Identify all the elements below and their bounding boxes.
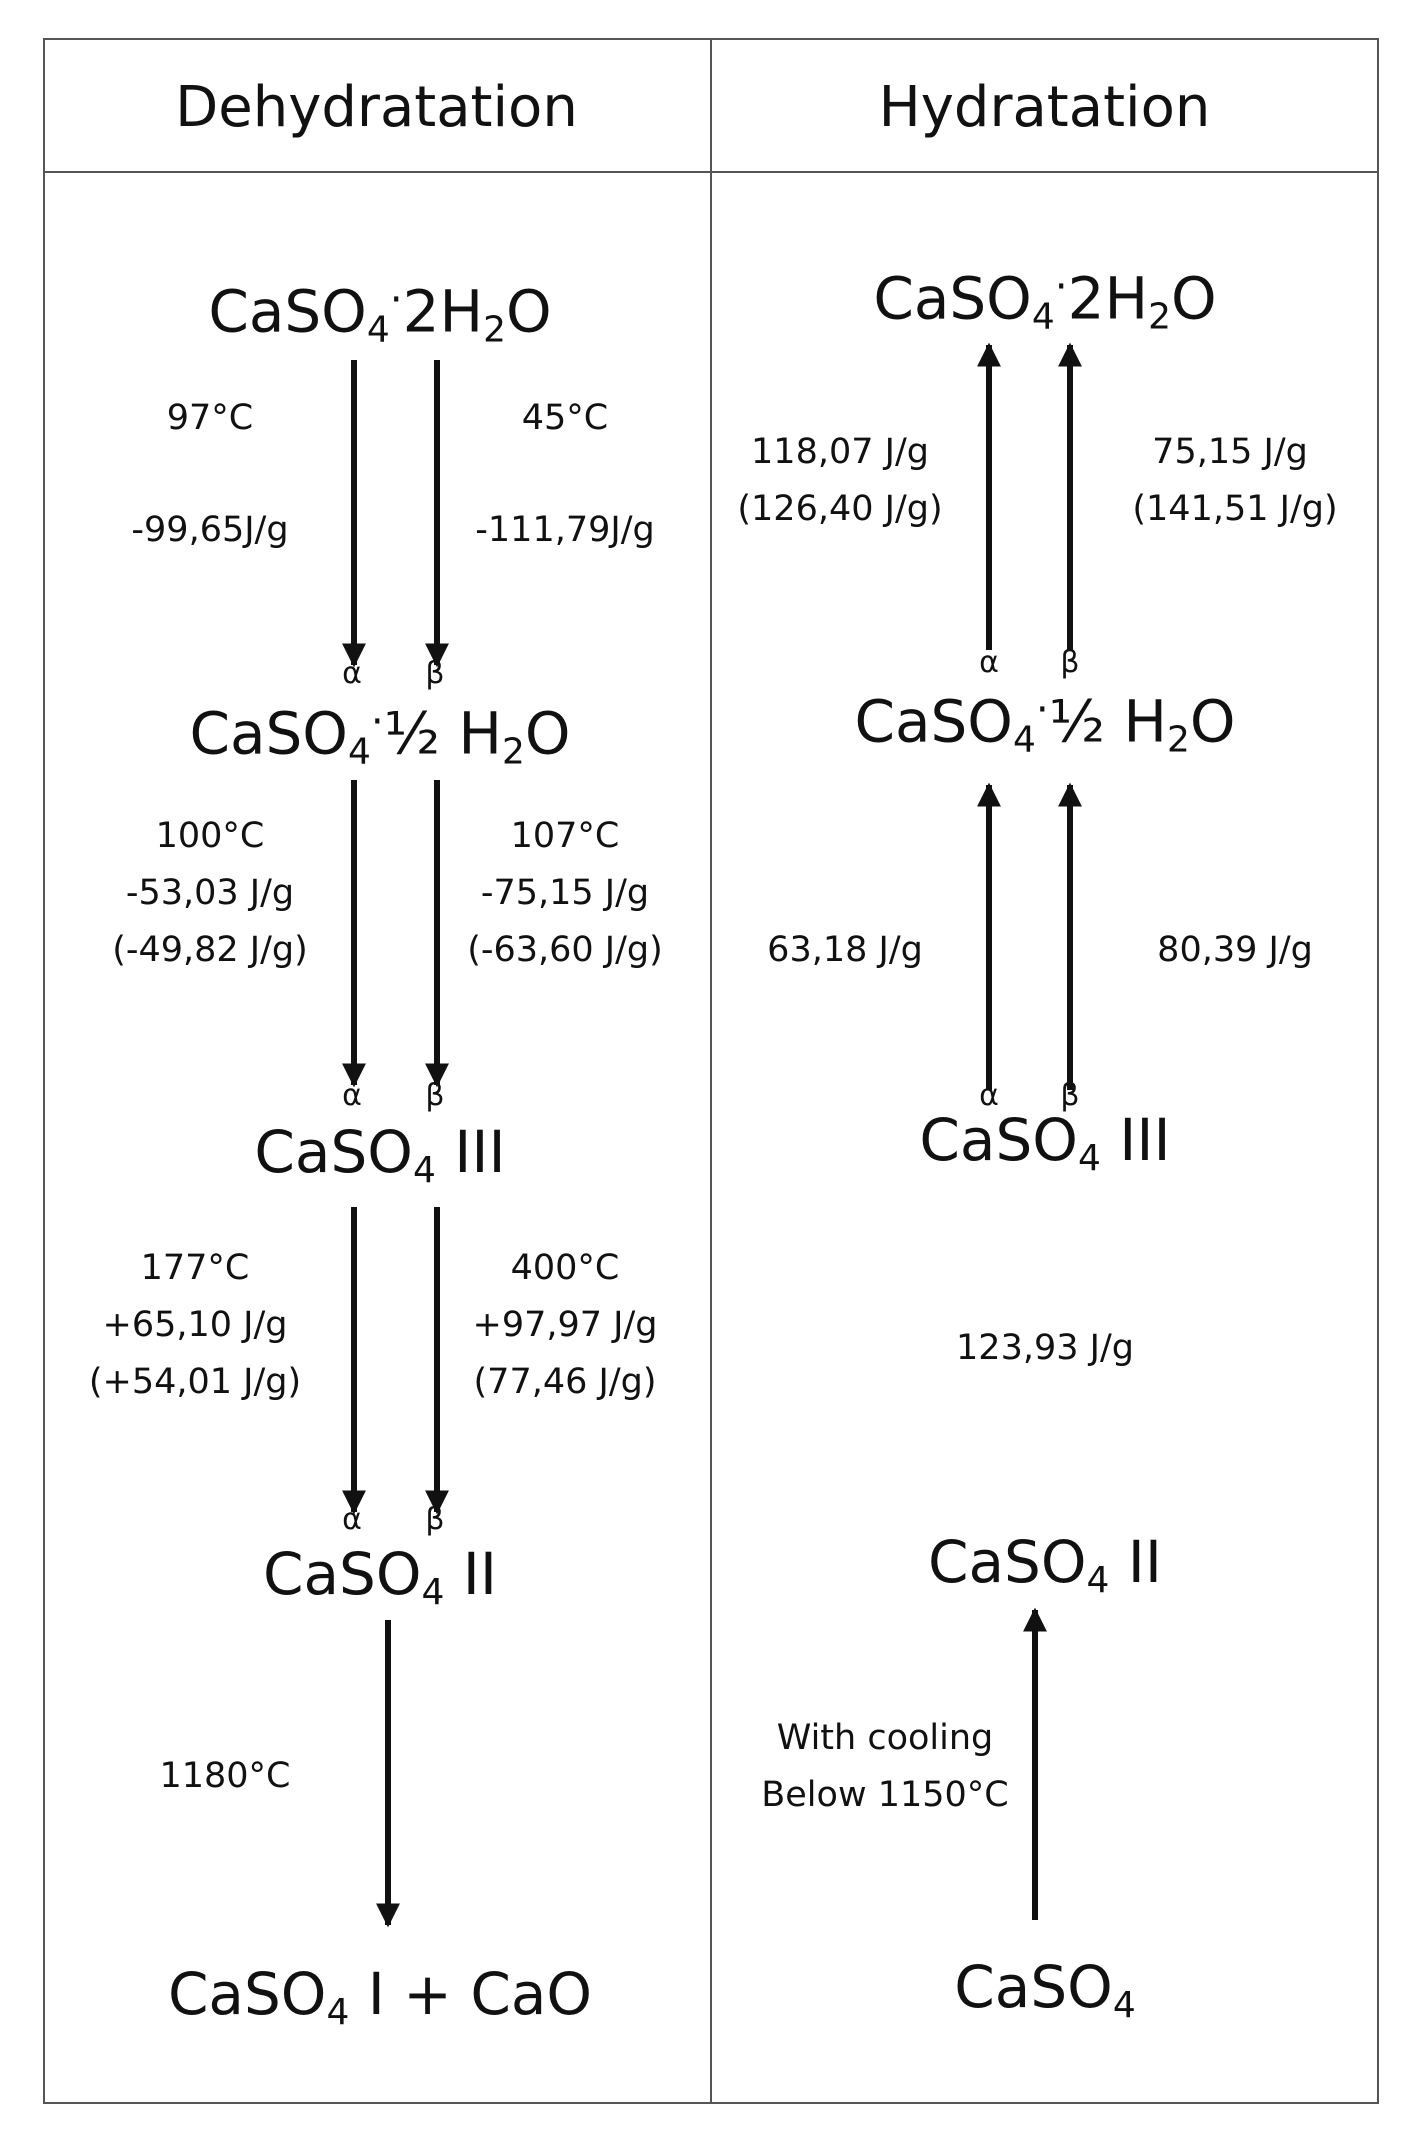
hyd-step2-alpha-energy: 63,18 J/g: [767, 930, 923, 970]
hyd-step1-alpha-energy: 118,07 J/g: [751, 432, 929, 472]
alpha-marker: α: [979, 1078, 999, 1113]
dehy-step2-beta-temp: 107°C: [510, 816, 620, 856]
hydration-header: Hydratation: [878, 75, 1211, 140]
dehy-step1-beta-temp: 45°C: [521, 398, 609, 438]
dehy-step4-temp: 1180°C: [159, 1756, 291, 1796]
hyd-anhydrite-iii: CaSO4 III: [919, 1106, 1171, 1180]
hyd-step1-alpha-energy2: (126,40 J/g): [737, 489, 943, 529]
hyd-step3-energy: 123,93 J/g: [956, 1328, 1134, 1368]
column-divider: [710, 38, 712, 2104]
hyd-anhydrite-ii: CaSO4 II: [927, 1528, 1163, 1602]
dehy-step3-beta-energy2: (77,46 J/g): [473, 1362, 657, 1402]
beta-marker: β: [425, 1078, 445, 1113]
dehy-step3-alpha-energy2: (+54,01 J/g): [88, 1362, 302, 1402]
alpha-marker: α: [342, 656, 362, 691]
hyd-gypsum: CaSO4·2H2O: [873, 262, 1217, 338]
dehy-hemihydrate: CaSO4·½ H2O: [189, 697, 571, 773]
beta-marker: β: [425, 656, 445, 691]
dehy-step2-alpha-energy: -53,03 J/g: [125, 873, 295, 913]
dehy-step2-alpha-temp: 100°C: [155, 816, 265, 856]
hyd-hemihydrate: CaSO4·½ H2O: [854, 685, 1236, 761]
hyd-step4-line2: Below 1150°C: [761, 1775, 1009, 1815]
beta-marker: β: [1060, 645, 1080, 680]
dehy-anhydrite-ii: CaSO4 II: [262, 1540, 498, 1614]
dehy-anhydrite-iii: CaSO4 III: [254, 1118, 506, 1192]
alpha-marker: α: [342, 1502, 362, 1537]
alpha-marker: α: [979, 645, 999, 680]
dehy-step3-beta-temp: 400°C: [510, 1248, 620, 1288]
hyd-step1-beta-energy2: (141,51 J/g): [1132, 489, 1338, 529]
dehy-anhydrite-i-cao: CaSO4 I + CaO: [167, 1960, 593, 2034]
hyd-anhydrite: CaSO4: [954, 1953, 1136, 2027]
dehy-step1-alpha-energy: -99,65J/g: [131, 510, 289, 550]
header-divider: [43, 171, 1379, 173]
dehy-gypsum: CaSO4·2H2O: [208, 275, 552, 351]
hyd-step2-beta-energy: 80,39 J/g: [1157, 930, 1313, 970]
beta-marker: β: [425, 1502, 445, 1537]
dehy-step3-alpha-energy: +65,10 J/g: [102, 1305, 288, 1345]
dehy-step3-beta-energy: +97,97 J/g: [472, 1305, 658, 1345]
dehydration-header: Dehydratation: [175, 75, 578, 140]
hyd-step1-beta-energy: 75,15 J/g: [1152, 432, 1308, 472]
dehy-step1-alpha-temp: 97°C: [166, 398, 254, 438]
beta-marker: β: [1060, 1078, 1080, 1113]
dehy-step1-beta-energy: -111,79J/g: [475, 510, 655, 550]
dehy-step2-alpha-energy2: (-49,82 J/g): [112, 930, 308, 970]
dehy-step2-beta-energy: -75,15 J/g: [480, 873, 650, 913]
dehy-step3-alpha-temp: 177°C: [140, 1248, 250, 1288]
alpha-marker: α: [342, 1078, 362, 1113]
hyd-step4-line1: With cooling: [776, 1718, 994, 1758]
dehy-step2-beta-energy2: (-63,60 J/g): [467, 930, 663, 970]
